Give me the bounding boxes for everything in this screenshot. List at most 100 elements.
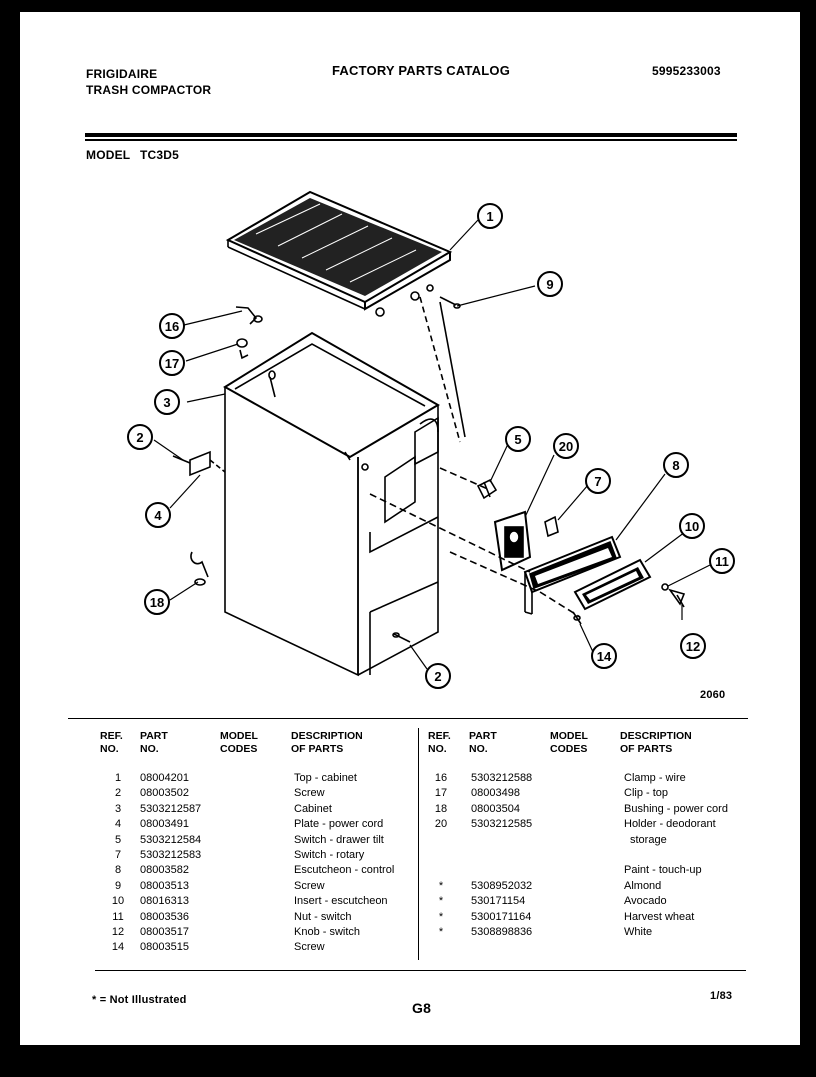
table-cell: 08003582 xyxy=(140,864,189,877)
table-cell: 08016313 xyxy=(140,895,189,908)
right-col-desc: Clamp - wire Clip - top Bushing - power … xyxy=(624,771,728,940)
table-cell: 18 xyxy=(434,802,448,815)
callout-18: 18 xyxy=(150,595,164,610)
table-cell: Holder - deodorant xyxy=(624,818,716,831)
callout-8: 8 xyxy=(672,458,679,473)
callout-11: 11 xyxy=(715,554,729,569)
table-cell: 5308952032 xyxy=(471,879,533,892)
table-cell: 20 xyxy=(434,818,448,831)
table-cell: 10 xyxy=(111,895,125,908)
table-cell: 08003536 xyxy=(140,910,189,923)
table-cell: Harvest wheat xyxy=(624,910,695,923)
table-cell: Top - cabinet xyxy=(294,772,357,784)
table-cell xyxy=(430,833,452,848)
table-cell: 08004201 xyxy=(140,772,189,784)
callout-17: 17 xyxy=(165,356,179,371)
left-col-desc: Top - cabinet Screw Cabinet Plate - powe… xyxy=(294,771,394,956)
page-code: G8 xyxy=(412,1000,432,1016)
table-cell: Clamp - wire xyxy=(624,772,686,784)
callout-4: 4 xyxy=(154,508,162,523)
table-cell: * xyxy=(438,910,444,923)
table-cell: 12 xyxy=(111,926,125,939)
table-cell: 5303212585 xyxy=(471,818,533,831)
table-cell: Screw xyxy=(294,941,325,954)
exploded-parts-diagram: 1 9 16 17 3 2 4 18 5 20 7 8 10 11 12 14 … xyxy=(127,190,735,689)
table-cell: 1 xyxy=(114,772,122,784)
table-cell: Cabinet xyxy=(294,802,332,815)
table-cell: * xyxy=(438,879,444,892)
table-cell xyxy=(471,848,532,863)
table-cell: Nut - switch xyxy=(294,910,352,923)
table-cell xyxy=(471,833,532,848)
brand-name: FRIGIDAIRE xyxy=(86,67,158,81)
table-cell: * xyxy=(438,895,444,908)
table-cell: 08003498 xyxy=(471,787,520,800)
callout-5: 5 xyxy=(514,432,521,447)
table-bottom-rule xyxy=(95,970,746,971)
model-value: TC3D5 xyxy=(140,148,180,162)
table-cell: White xyxy=(624,926,653,939)
table-cell: 9 xyxy=(114,879,122,892)
footer-date: 1/83 xyxy=(710,990,733,1002)
table-cell: 5303212584 xyxy=(140,833,202,846)
table-cell: 530171154 xyxy=(471,895,526,908)
table-cell: Almond xyxy=(624,879,662,892)
right-col-part: 5303212588 08003498 08003504 5303212585 … xyxy=(471,771,532,940)
table-cell: 4 xyxy=(114,818,122,831)
table-cell xyxy=(471,863,532,878)
table-cell: Plate - power cord xyxy=(294,818,384,831)
callout-16: 16 xyxy=(165,319,179,334)
callout-2-top: 2 xyxy=(136,430,143,445)
table-cell: 08003517 xyxy=(140,926,189,939)
table-cell: 7 xyxy=(114,849,122,862)
catalog-title: FACTORY PARTS CATALOG xyxy=(332,63,511,78)
callout-20: 20 xyxy=(559,439,573,454)
table-cell: storage xyxy=(630,833,667,846)
table-cell: 5303212588 xyxy=(471,772,533,784)
model-label: MODEL xyxy=(86,148,131,162)
table-cell xyxy=(430,863,452,878)
catalog-number: 5995233003 xyxy=(652,64,721,78)
table-cell: * xyxy=(438,926,444,939)
left-col-part: 08004201 08003502 5303212587 08003491 53… xyxy=(140,771,201,956)
table-cell xyxy=(624,848,728,863)
table-cell: Avocado xyxy=(624,895,667,908)
table-cell: Switch - rotary xyxy=(294,849,365,862)
table-top-rule xyxy=(68,718,748,719)
table-cell: 08003513 xyxy=(140,879,189,892)
table-cell: Switch - drawer tilt xyxy=(294,833,384,846)
callout-14: 14 xyxy=(597,649,612,664)
right-col-ref: 16 17 18 20 * * * * xyxy=(430,771,452,940)
table-cell: 2 xyxy=(114,787,122,800)
footnote: * = Not Illustrated xyxy=(92,994,187,1006)
table-cell: 08003491 xyxy=(140,818,189,831)
left-header-ref: REF.NO. xyxy=(100,730,123,755)
table-cell: 5303212587 xyxy=(140,802,202,815)
table-cell: Paint - touch-up xyxy=(624,864,702,877)
callout-9: 9 xyxy=(546,277,553,292)
left-col-ref: 1 2 3 4 5 7 8 9 10 11 12 14 xyxy=(108,771,128,956)
table-cell: 5300171164 xyxy=(471,910,532,923)
table-cell: Insert - escutcheon xyxy=(294,895,388,908)
product-name: TRASH COMPACTOR xyxy=(86,83,212,97)
table-cell: 08003515 xyxy=(140,941,189,954)
table-cell: Knob - switch xyxy=(294,926,361,939)
table-cell: Screw xyxy=(294,787,325,800)
table-cell: Screw xyxy=(294,879,325,892)
callout-10: 10 xyxy=(685,519,699,534)
table-cell: Bushing - power cord xyxy=(624,802,728,815)
header-rule-thick xyxy=(85,133,737,137)
table-cell: 16 xyxy=(434,772,448,784)
header-rule-thin xyxy=(85,139,737,141)
figure-number: 2060 xyxy=(700,689,726,701)
table-cell: 17 xyxy=(434,787,448,800)
table-cell: 5 xyxy=(114,833,122,846)
table-column-divider xyxy=(418,728,419,960)
callout-12: 12 xyxy=(686,639,700,654)
